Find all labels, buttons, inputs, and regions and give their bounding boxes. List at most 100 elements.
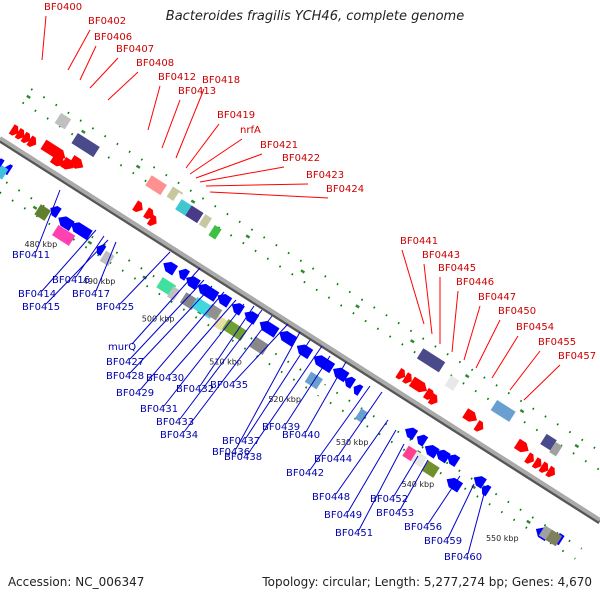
reverse-feature-box	[354, 408, 369, 423]
reverse-gene-label: BF0425	[96, 302, 134, 313]
reverse-gene-shape	[353, 384, 364, 396]
forward-gene	[143, 207, 154, 220]
forward-leader-line	[451, 290, 459, 353]
forward-gene	[462, 408, 477, 422]
reverse-gene-label: BF0459	[424, 536, 462, 547]
reverse-feature-box-shape	[410, 451, 428, 468]
reverse-gene	[436, 449, 451, 464]
reverse-leader-line	[358, 443, 405, 531]
reverse-gene-shape	[416, 434, 429, 447]
forward-gene-label: BF0408	[136, 58, 174, 69]
reverse-leader-line	[309, 385, 371, 471]
reverse-leader-line	[45, 239, 109, 305]
reverse-gene	[424, 444, 440, 459]
forward-leader-line	[195, 153, 263, 179]
reverse-gene-label: BF0456	[404, 522, 442, 533]
reverse-gene-shape	[405, 427, 419, 441]
reverse-feature-box	[314, 382, 328, 397]
reverse-gene-label: BF0432	[176, 384, 214, 395]
reverse-gene	[353, 384, 364, 396]
reverse-leader-line	[305, 361, 347, 433]
reverse-gene	[71, 222, 93, 241]
forward-feature-box-shape	[145, 175, 167, 196]
forward-gene-shape	[68, 155, 84, 169]
forward-gene	[524, 452, 534, 464]
reverse-gene	[96, 244, 107, 256]
forward-feature-box	[145, 175, 167, 196]
reverse-leader-line	[247, 345, 323, 455]
forward-leader-line	[67, 29, 91, 71]
forward-gene-shape	[8, 124, 19, 136]
forward-gene	[26, 135, 37, 147]
reverse-gene	[279, 330, 298, 347]
reverse-feature-box-shape	[402, 445, 418, 462]
reverse-gene-label: BF0460	[444, 552, 482, 563]
forward-leader-line	[209, 191, 329, 199]
forward-gene-label: BF0454	[516, 322, 554, 333]
reverse-gene-shape	[436, 449, 451, 464]
forward-feature-box-shape	[185, 205, 204, 224]
reverse-gene-label: BF0427	[106, 357, 144, 368]
reverse-feature-box	[51, 224, 76, 246]
reverse-gene-shape	[0, 158, 5, 170]
track-guide-line	[0, 177, 583, 550]
forward-feature-box	[207, 215, 221, 230]
reverse-gene	[447, 454, 461, 468]
forward-leader-line	[189, 138, 243, 175]
forward-feature-box	[540, 433, 557, 451]
forward-gene-label: BF0443	[422, 250, 460, 261]
forward-gene-label: BF0447	[478, 292, 516, 303]
forward-gene	[68, 155, 84, 169]
reverse-leader-line	[119, 251, 171, 305]
forward-feature-box	[416, 348, 446, 373]
reverse-gene-label: BF0449	[324, 510, 362, 521]
kbp-label: 490 kbp	[83, 277, 116, 286]
forward-feature-box	[490, 399, 516, 422]
forward-gene	[132, 200, 143, 213]
forward-leader-line	[41, 15, 47, 61]
forward-gene-label: BF0412	[158, 72, 196, 83]
forward-gene-label: BF0413	[178, 86, 216, 97]
forward-gene	[49, 152, 65, 167]
forward-gene-shape	[14, 127, 25, 140]
reverse-feature-box-shape	[421, 460, 440, 478]
forward-feature-box-shape	[490, 399, 516, 422]
reverse-leader-line	[285, 355, 331, 425]
reverse-gene-label: BF0416	[52, 275, 90, 286]
forward-gene-label: BF0423	[306, 170, 344, 181]
forward-leader-line	[523, 364, 561, 401]
forward-gene-label: BF0407	[116, 44, 154, 55]
reverse-feature-box	[421, 460, 440, 478]
forward-gene-shape	[427, 393, 438, 405]
forward-feature-box-shape	[208, 225, 222, 240]
reverse-gene-shape	[4, 164, 14, 176]
reverse-gene	[163, 261, 179, 276]
reverse-feature-box	[249, 336, 270, 355]
forward-feature-box	[185, 205, 204, 224]
forward-gene-label: BF0400	[44, 2, 82, 13]
forward-leader-line	[491, 335, 519, 379]
forward-gene-shape	[531, 457, 542, 469]
reverse-gene-label: BF0451	[335, 528, 373, 539]
reverse-gene-label: BF0440	[282, 430, 320, 441]
reverse-leader-line	[131, 267, 201, 345]
reverse-leader-line	[233, 323, 289, 383]
reverse-gene-shape	[344, 376, 357, 389]
reverse-gene	[344, 376, 357, 389]
forward-gene	[395, 367, 406, 380]
reverse-gene	[296, 344, 314, 360]
forward-gene	[14, 127, 25, 140]
forward-gene-shape	[146, 214, 157, 226]
reverse-gene	[197, 283, 220, 302]
forward-gene-shape	[473, 420, 484, 432]
reverse-leader-line	[447, 483, 475, 539]
forward-gene-label: BF0418	[202, 75, 240, 86]
reverse-leader-line	[393, 455, 419, 497]
reverse-feature-box-shape	[545, 529, 563, 547]
forward-gene-shape	[143, 207, 154, 220]
reverse-gene	[58, 216, 75, 232]
forward-gene-label: BF0424	[326, 184, 364, 195]
forward-gene-label: BF0419	[217, 110, 255, 121]
reverse-gene-shape	[473, 476, 487, 489]
